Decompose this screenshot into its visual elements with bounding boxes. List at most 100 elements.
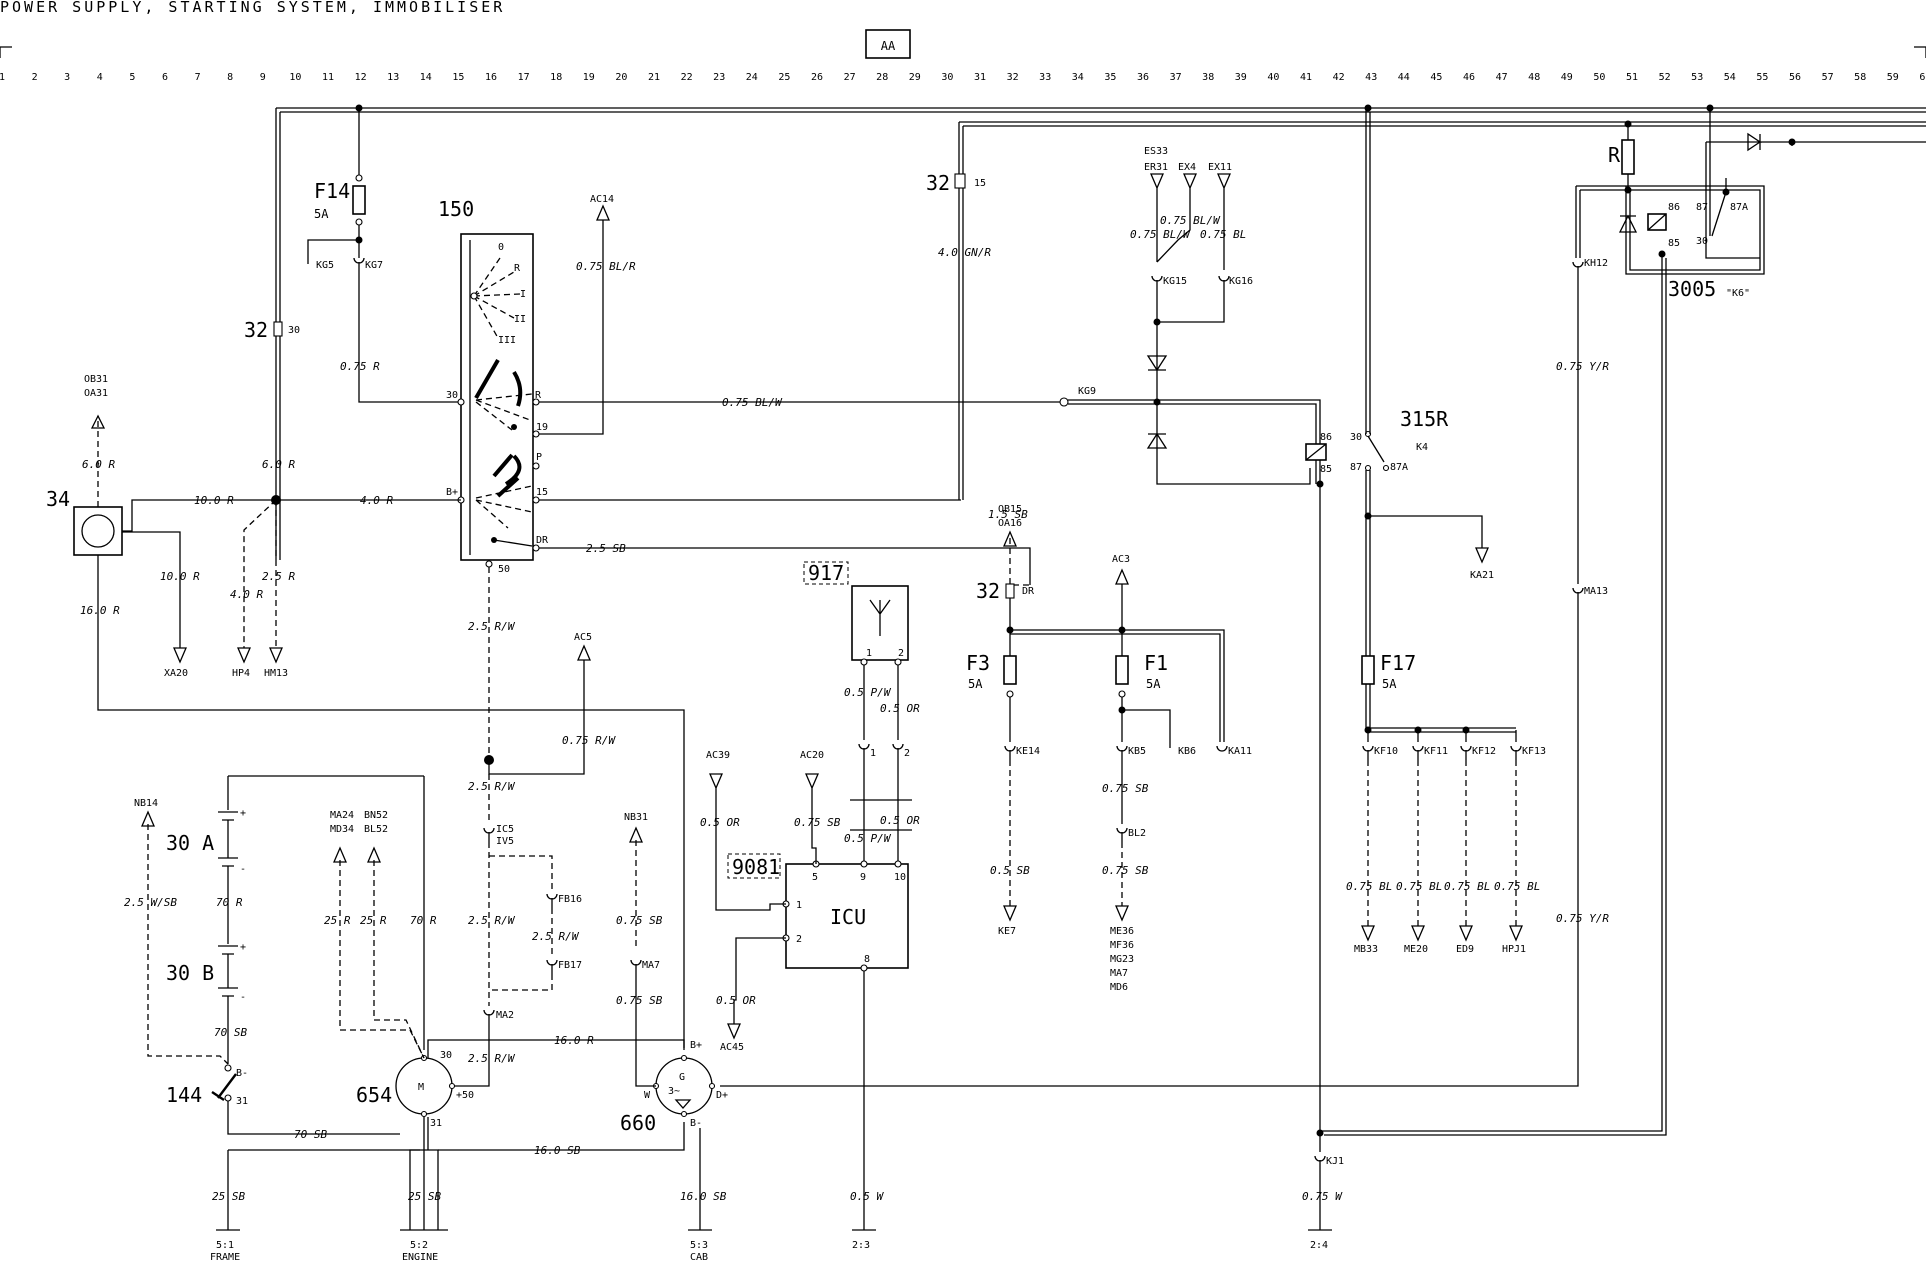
column-number: 18 <box>550 72 562 83</box>
column-number: 33 <box>1039 72 1051 83</box>
column-number: 45 <box>1430 72 1442 83</box>
column-number: 24 <box>746 72 758 83</box>
relay-pin-87a: 87A <box>1390 462 1408 473</box>
wire-label: 2.5 R/W <box>468 620 516 633</box>
wire-label: 4.0 R <box>230 588 263 601</box>
relay-315r: 86 85 315R K4 30 87 87A KA21 <box>1305 108 1494 1135</box>
generator-pin-bplus: B+ <box>690 1040 702 1051</box>
connector-fb17: FB17 <box>558 960 582 971</box>
terminal-p: P <box>536 452 542 463</box>
ref-ed9: ED9 <box>1456 944 1474 955</box>
fuse-f17-rating: 5A <box>1382 677 1397 691</box>
ref-bl52: BL52 <box>364 824 388 835</box>
column-number: 46 <box>1463 72 1475 83</box>
switch-pos-0: 0 <box>498 242 504 253</box>
ref-md34: MD34 <box>330 824 354 835</box>
column-number: 5 <box>129 72 135 83</box>
connector-kg15: KG15 <box>1163 276 1187 287</box>
column-number: 12 <box>355 72 367 83</box>
wire-label: 0.5 W <box>850 1190 884 1203</box>
column-number: 34 <box>1072 72 1084 83</box>
ref-ac39: AC39 <box>706 750 730 761</box>
ref-nb14: NB14 <box>134 798 158 809</box>
ref-ac45: AC45 <box>720 1042 744 1053</box>
fuse-block-f3-f1: OB15 OA16 <box>998 504 1030 586</box>
ref-nb31: NB31 <box>624 812 648 823</box>
wire-label: 0.75 SB <box>1102 864 1149 877</box>
junction-32-pin: 15 <box>974 178 986 189</box>
fuse-f14: F14 5A KG5 KG7 0.75 R <box>307 108 461 403</box>
fuse-f17-label: F17 <box>1380 651 1416 675</box>
wire-label: 4.0 GN/R <box>938 246 991 259</box>
diode-block: ES33 ER31 EX4 EX11 0.75 BL/W 0.75 BL/W 0… <box>1130 146 1311 485</box>
generator-g-label: G <box>679 1072 685 1083</box>
fuse-f1-rating: 5A <box>1146 677 1161 691</box>
column-number: 8 <box>227 72 233 83</box>
motor-pin-31: 31 <box>430 1118 442 1129</box>
component-917-label: 917 <box>808 561 844 585</box>
switch-pos-i: I <box>520 289 526 300</box>
connector-ma2: MA2 <box>496 1010 514 1021</box>
component-150-label: 150 <box>438 197 474 221</box>
wire-label: 0.75 BL <box>1494 880 1540 893</box>
generator-660: G 3~ 660 B+ W D+ B- NB31 0.75 SB MA7 0.7… <box>616 812 728 1262</box>
wire-label: 0.75 BL/W <box>1130 228 1191 241</box>
connector-kj1: KJ1 <box>1326 1156 1344 1167</box>
antenna-pin-1: 1 <box>866 648 872 659</box>
column-number: 22 <box>681 72 693 83</box>
ref-ex4: EX4 <box>1178 162 1196 173</box>
connector-kh12: KH12 <box>1584 258 1608 269</box>
column-number: 52 <box>1659 72 1671 83</box>
icu-pin-8: 8 <box>864 954 870 965</box>
ground-5-1: 5:1 <box>216 1240 234 1251</box>
relay-pin-86: 86 <box>1320 432 1332 443</box>
junction-32-pin: DR <box>1022 586 1035 597</box>
resistor-r-label: R <box>1608 143 1621 167</box>
relay-pin-86: 86 <box>1668 202 1680 213</box>
icu-pin-9: 9 <box>860 872 866 883</box>
wire-label: 10.0 R <box>194 494 234 507</box>
icu-pin-5: 5 <box>812 872 818 883</box>
wire-label: 0.75 BL <box>1200 228 1246 241</box>
icu-label: ICU <box>830 905 866 929</box>
wire-label: 2.5 R/W <box>468 1052 516 1065</box>
switch-144-bminus: B- <box>236 1068 248 1079</box>
ignition-switch-150: 150 0 R I II III 30 R 19 P B+ 15 DR 50 <box>438 197 549 575</box>
column-number: 25 <box>778 72 790 83</box>
ref-ac14: AC14 <box>590 194 614 205</box>
connector-kg7: KG7 <box>365 260 383 271</box>
wire-label: 70 R <box>216 896 243 909</box>
motor-m-label: M <box>418 1082 424 1093</box>
ref-mg23: MG23 <box>1110 954 1134 965</box>
connector-iv5: IV5 <box>496 836 514 847</box>
relay-pin-87: 87 <box>1696 202 1708 213</box>
ref-oa31: OA31 <box>84 388 108 399</box>
fuse-block-f3-f1-body: 1.5 SB 32 DR F3 5A KE14 0.5 SB KE7 AC3 F… <box>966 508 1252 993</box>
wire-label: 6.0 R <box>262 458 295 471</box>
fuse-f14-rating: 5A <box>314 207 329 221</box>
switch-144: B- 31 144 70 SB <box>166 1064 400 1141</box>
starter-motor-654: M 654 30 +50 31 MA24 MD34 25 R BN52 BL52… <box>210 810 685 1262</box>
ref-me20: ME20 <box>1404 944 1428 955</box>
ref-hp4: HP4 <box>232 668 250 679</box>
wire-label: 0.75 BL/W <box>1160 214 1221 227</box>
ref-ac3: AC3 <box>1112 554 1130 565</box>
icu-pin-1: 1 <box>796 900 802 911</box>
wire-label: 25 R <box>360 914 387 927</box>
wire-label: 2.5 R/W <box>468 914 516 927</box>
junction-32-label: 32 <box>244 318 268 342</box>
generator-pin-dplus: D+ <box>716 1090 728 1101</box>
wire-label: 0.5 OR <box>716 994 756 1007</box>
relay-pin-87: 87 <box>1350 462 1362 473</box>
ground-frame: FRAME <box>210 1252 240 1262</box>
column-number: 11 <box>322 72 334 83</box>
wire-label: 0.5 OR <box>880 814 920 827</box>
ground-5-2: 5:2 <box>410 1240 428 1251</box>
terminal-b-plus: B+ <box>446 487 458 498</box>
antenna-pin-2: 2 <box>898 648 904 659</box>
ref-mf36: MF36 <box>1110 940 1134 951</box>
column-number: 6 <box>162 72 168 83</box>
connector-bl2: BL2 <box>1128 828 1146 839</box>
terminal-50: 50 <box>498 564 510 575</box>
ref-bn52: BN52 <box>364 810 388 821</box>
